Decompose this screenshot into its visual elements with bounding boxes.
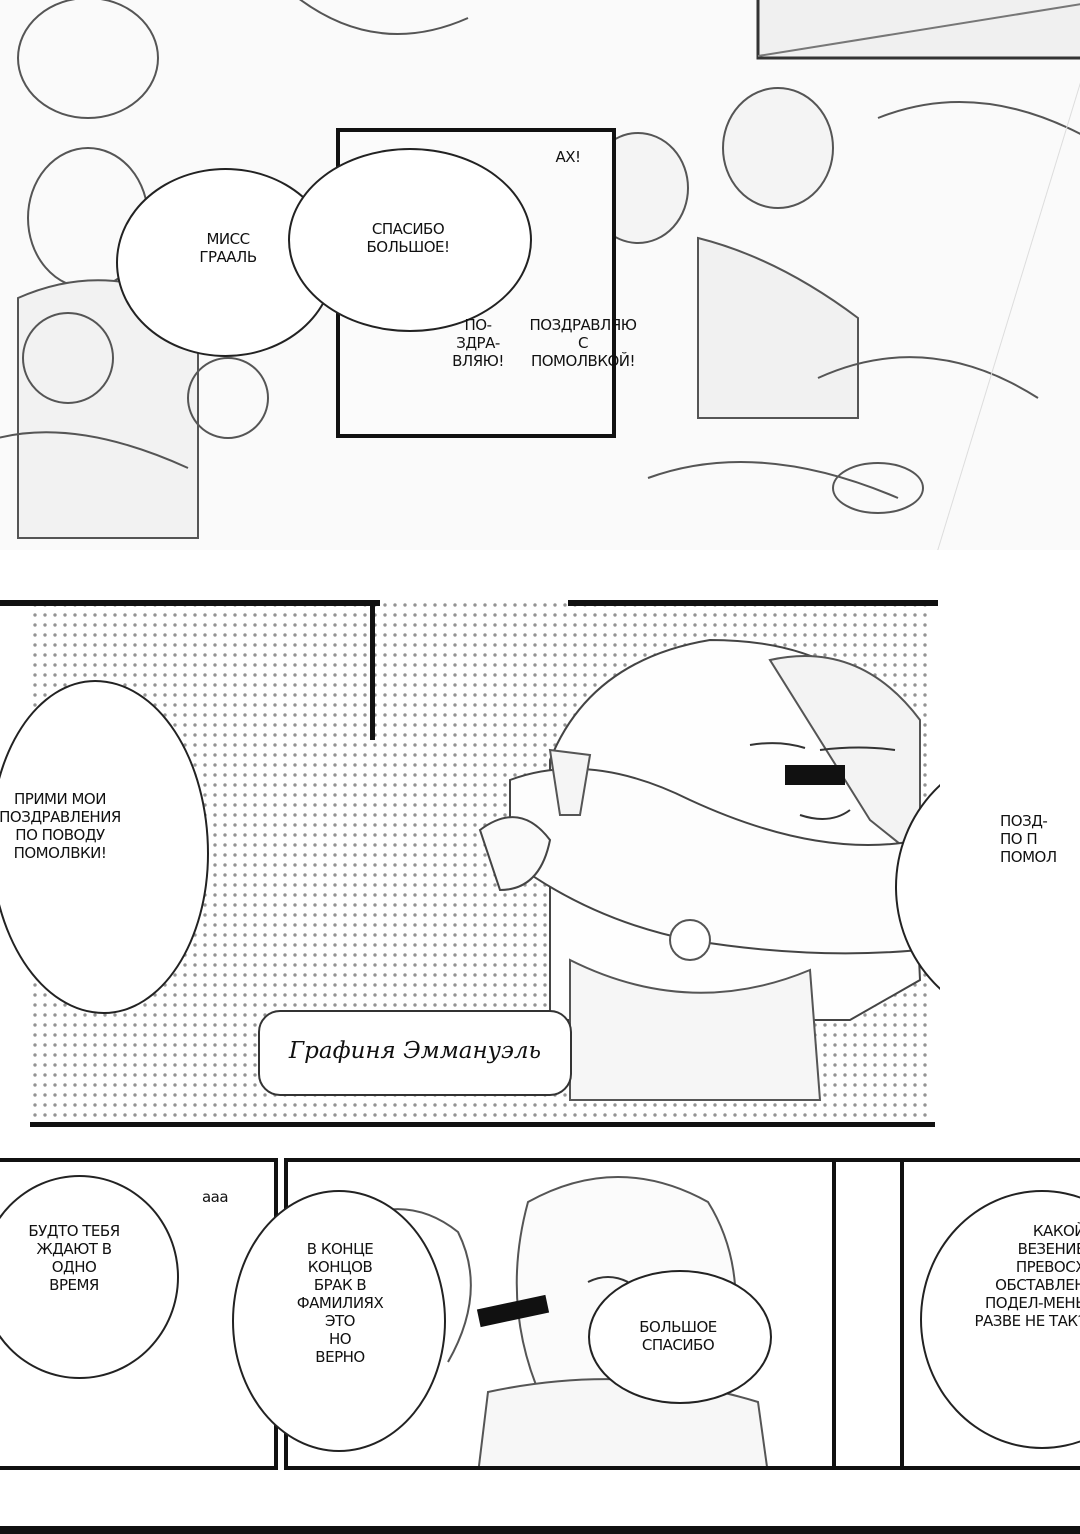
speech-bubble-marriage: [232, 1190, 446, 1452]
page-bottom-border: [0, 1526, 1080, 1534]
caption-plate-countess-name: Графиня Эммануэль: [258, 1010, 572, 1096]
speech-text-lucky: КАКОЙ ВЕЗЕНИЕ ПРЕВОСХ ОБСТАВЛЕН ПОДЕЛ-МЕ…: [974, 1222, 1080, 1330]
caption-text-countess-name: Графиня Эммануэль: [288, 1038, 542, 1064]
speech-text-miss-graal: МИСС ГРААЛЬ: [199, 230, 257, 266]
sfx-text-left: ааа: [201, 1188, 229, 1206]
speech-text-waiting: БУДТО ТЕБЯ ЖДАЮТ В ОДНО ВРЕМЯ: [28, 1222, 120, 1294]
panel-party-congratulations: МИСС ГРААЛЬ СПАСИБО БОЛЬШОЕ! АХ! ПО- ЗДР…: [0, 0, 1080, 554]
speech-bubble-thanks: [288, 148, 532, 332]
party-scene-art: [0, 0, 1080, 550]
countess-figure-art: [478, 638, 922, 1101]
cheer-text-congrats-engagement: ПОЗДРАВЛЯЮ С ПОМОЛВКОЙ!: [529, 316, 637, 370]
speech-text-thanks: СПАСИБО БОЛЬШОЕ!: [366, 220, 450, 256]
speech-bubble-waiting: [0, 1175, 179, 1379]
speech-text-big-thanks: БОЛЬШОЕ СПАСИБО: [639, 1318, 717, 1354]
speech-text-marriage: В КОНЦЕ КОНЦОВ БРАК В ФАМИЛИЯХ ЭТО НО ВЕ…: [296, 1240, 384, 1366]
cheer-text-ah: АХ!: [555, 148, 581, 166]
speech-bubble-accept-congrats: [0, 680, 209, 1014]
speech-text-accept-congrats: ПРИМИ МОИ ПОЗДРАВЛЕНИЯ ПО ПОВОДУ ПОМОЛВК…: [0, 790, 121, 862]
cheer-text-congrats-short: ПО- ЗДРА- ВЛЯЮ!: [452, 316, 504, 370]
speech-bubble-big-thanks: [588, 1270, 772, 1404]
panel-closing-remark: [832, 1158, 1080, 1470]
speech-text-congrats-right: ПОЗД- ПО П ПОМОЛ: [1000, 812, 1057, 866]
